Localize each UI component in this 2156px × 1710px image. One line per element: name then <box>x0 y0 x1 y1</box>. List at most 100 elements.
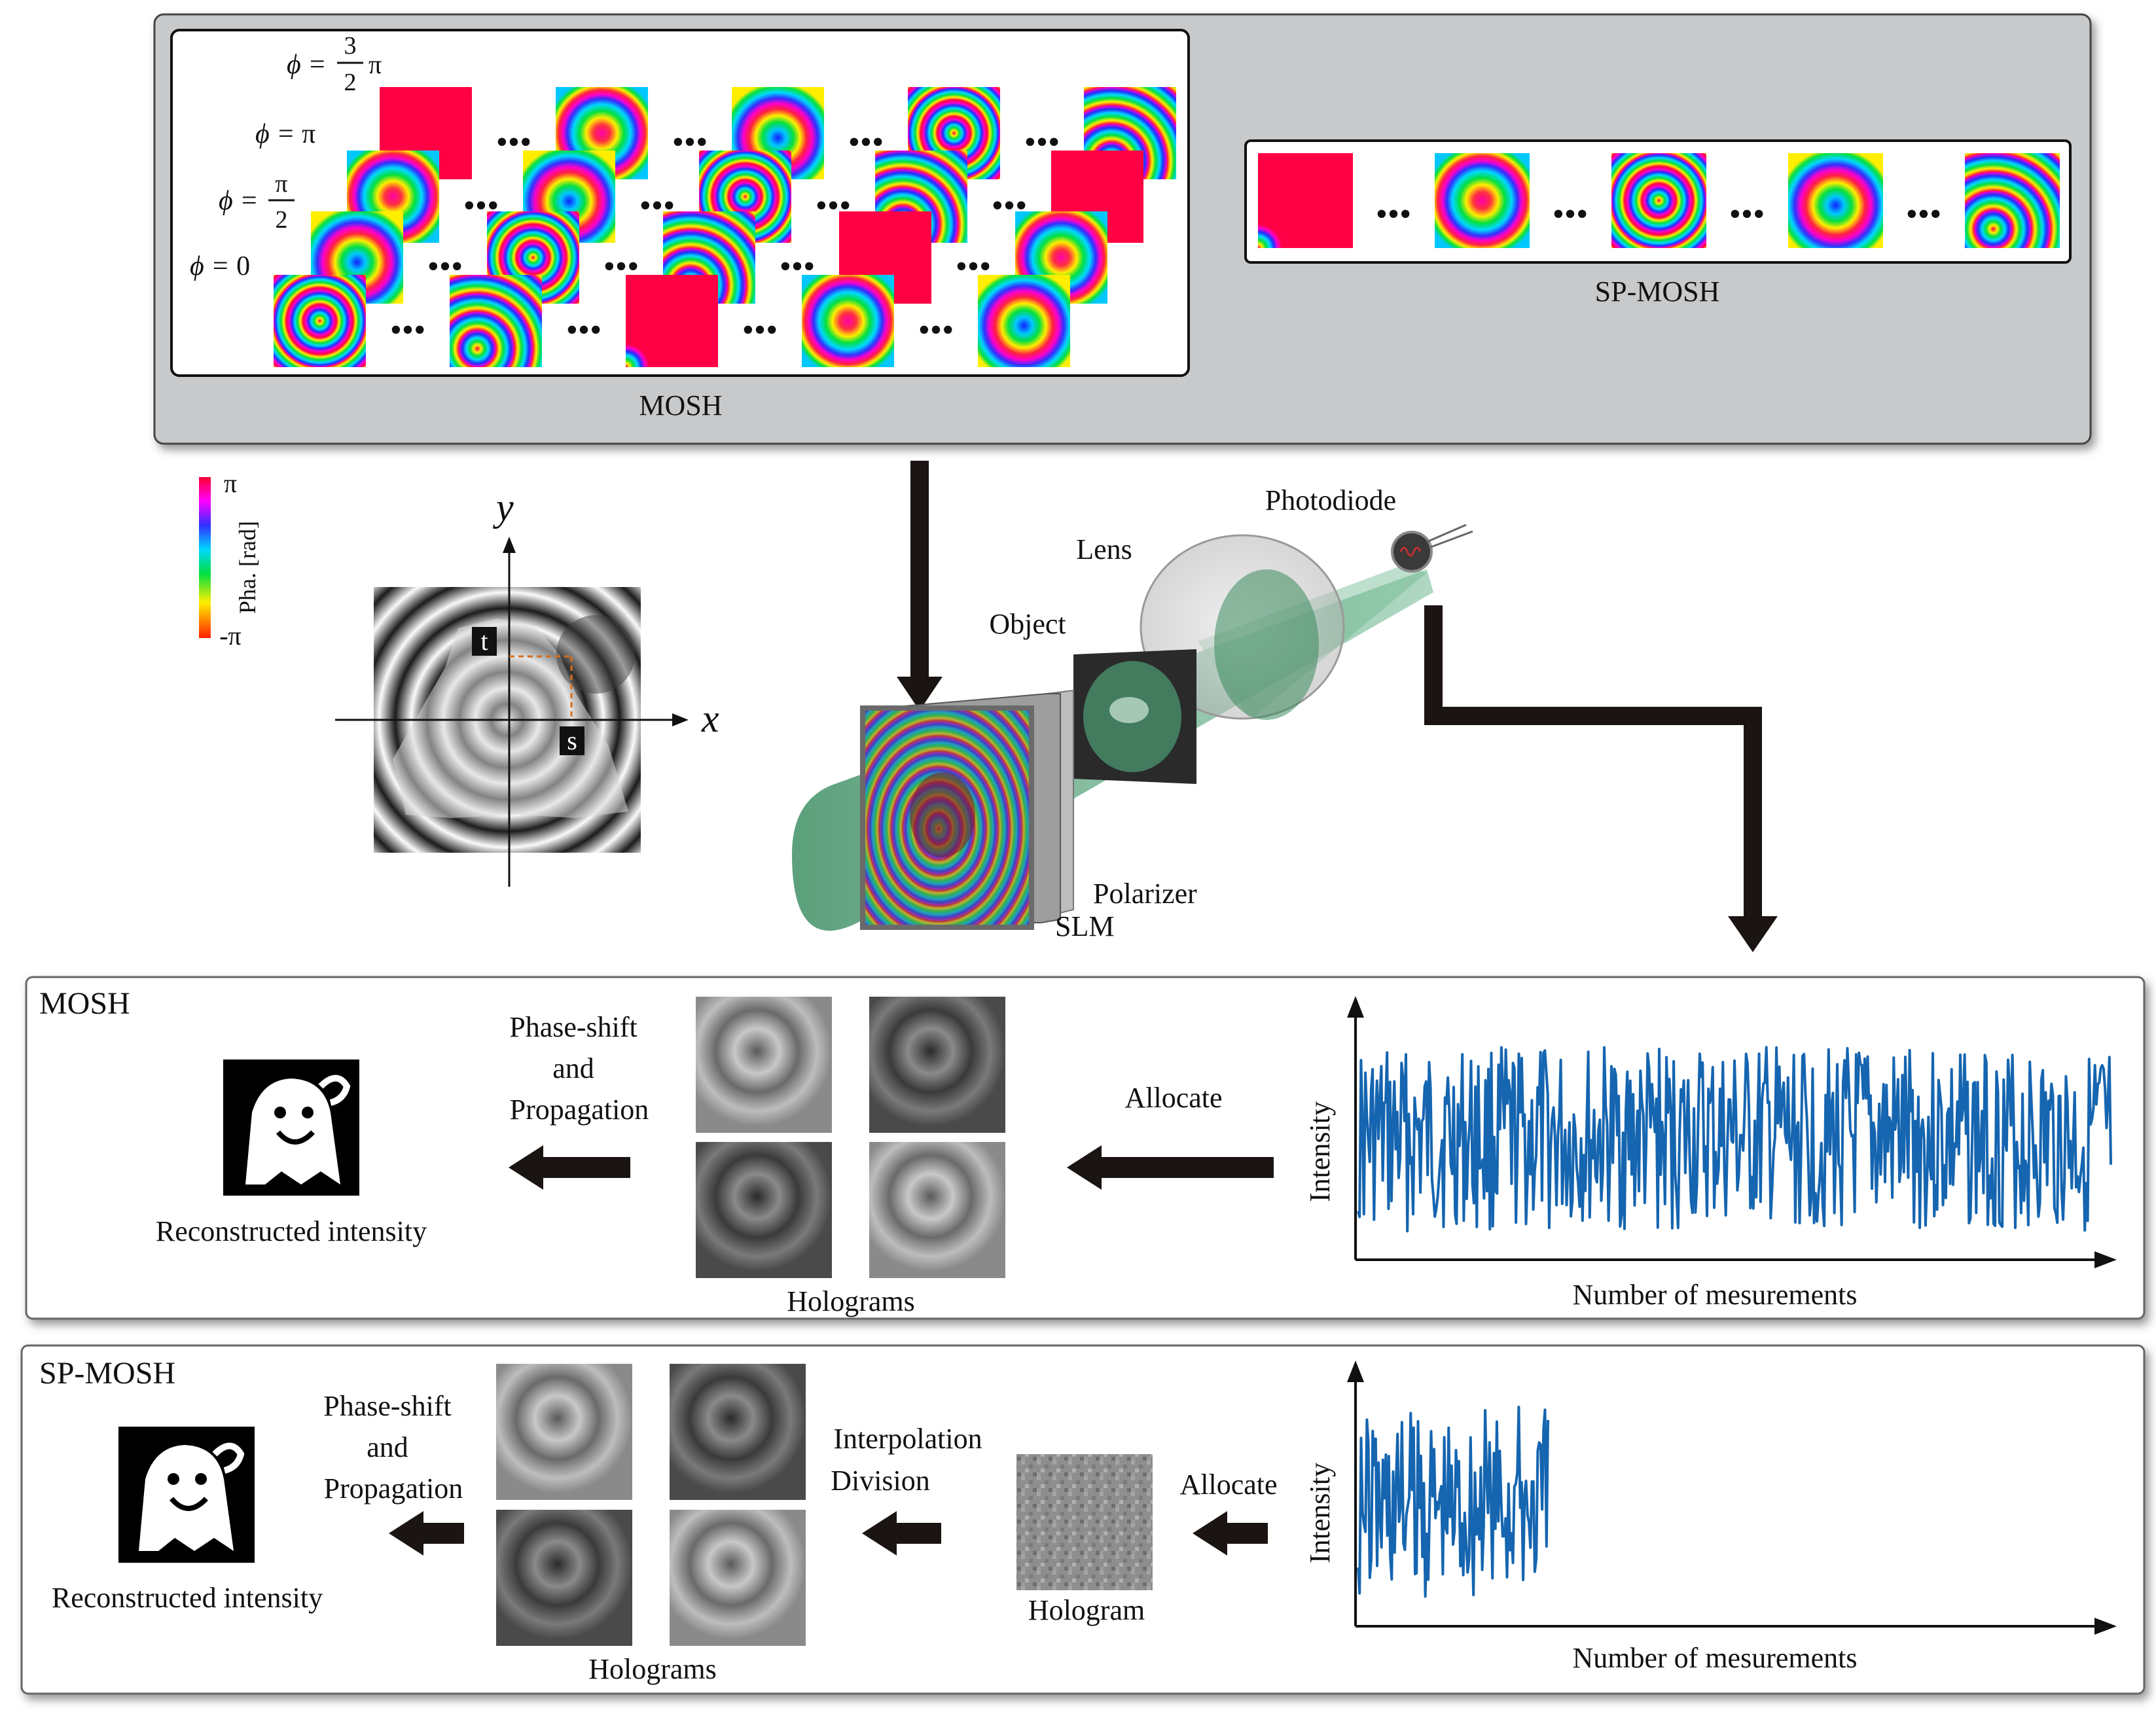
mosh-signal-y-label: Intensity <box>1304 1101 1336 1202</box>
mosh-box-caption: MOSH <box>639 389 722 421</box>
spmosh-ellipsis: ••• <box>1376 196 1412 233</box>
mosh-hologram-1 <box>696 997 832 1133</box>
spmosh-phase-shift-line-3: Propagation <box>324 1472 463 1505</box>
spmosh-hologram-2 <box>670 1364 806 1500</box>
object-silhouette <box>393 618 628 818</box>
spmosh-signal-y-label: Intensity <box>1304 1463 1336 1563</box>
output-arrow-head <box>1728 916 1778 952</box>
input-arrow-shaft <box>910 461 929 677</box>
mosh-pattern-box: ϕ = 0 ϕ = π 2 ϕ = π ϕ = 3 2 π ••• ••• ••• •… <box>170 29 1190 377</box>
spmosh-pattern-row: ••• ••• ••• ••• <box>1258 153 2060 248</box>
spmosh-box-caption: SP-MOSH <box>1595 276 1720 308</box>
spmosh-hologram-3 <box>496 1510 632 1646</box>
slm-label: SLM <box>1055 910 1114 942</box>
spmosh-pattern-tile <box>1435 153 1530 248</box>
mosh-result-panel: MOSH Reconstructed intensity Phase-shift… <box>25 976 2146 1320</box>
spmosh-allocate-label: Allocate <box>1179 1469 1277 1501</box>
colorbar: π -π Pha. [rad] <box>199 469 261 650</box>
coordinate-plot: y x t s <box>335 486 719 887</box>
mosh-signal-x-label: Number of mesurements <box>1573 1279 1858 1311</box>
mosh-phase-shift-line-1: Phase-shift <box>509 1011 638 1043</box>
spmosh-arrow-2-shaft <box>897 1523 941 1544</box>
pattern-panel: ϕ = 0 ϕ = π 2 ϕ = π ϕ = 3 2 π ••••••••••… <box>153 13 2092 445</box>
svg-text:π: π <box>275 170 287 198</box>
phase-label-3pi-over-2: ϕ = 3 2 π <box>287 32 382 96</box>
spmosh-pattern-tile <box>1611 153 1706 248</box>
y-axis-label: y <box>492 486 514 529</box>
spmosh-pattern-tile <box>1788 153 1883 248</box>
svg-text:2: 2 <box>276 206 288 234</box>
spmosh-signal-trace <box>1357 1406 1549 1598</box>
mosh-allocate-arrow-head <box>1067 1145 1102 1190</box>
svg-text:π: π <box>368 50 382 79</box>
spmosh-hologram-4 <box>670 1510 806 1646</box>
mosh-left-arrow-head <box>509 1145 543 1190</box>
spmosh-panel-title: SP-MOSH <box>39 1356 175 1391</box>
mosh-pattern-tile <box>626 275 718 367</box>
mosh-pattern-tile <box>802 275 894 367</box>
spmosh-ellipsis: ••• <box>1729 196 1765 233</box>
mosh-ellipsis: ••• <box>566 312 602 349</box>
spmosh-allocate-arrow-shaft <box>1227 1523 1268 1544</box>
s-marker <box>560 726 584 755</box>
svg-text:ϕ = 0: ϕ = 0 <box>190 251 250 281</box>
svg-text:3: 3 <box>344 32 357 60</box>
mosh-hologram-2 <box>869 997 1005 1133</box>
spmosh-hologram-1 <box>496 1364 632 1500</box>
photodiode-label: Photodiode <box>1265 484 1396 516</box>
mosh-left-arrow-shaft <box>543 1157 630 1178</box>
mosh-ellipsis: ••• <box>742 312 778 349</box>
phase-label-0: ϕ = 0 <box>190 251 250 281</box>
mosh-allocate-arrow-shaft <box>1102 1157 1274 1178</box>
mosh-signal-trace <box>1357 1046 2112 1233</box>
s-marker-label: s <box>567 726 577 755</box>
colorbar-max: π <box>224 469 237 498</box>
t-marker <box>472 627 497 656</box>
spmosh-ellipsis: ••• <box>1906 196 1942 233</box>
spmosh-phase-shift-line-2: and <box>367 1431 408 1463</box>
mosh-pattern-grid: ••••••••••••••••••••••••••••••••••••••••… <box>274 87 1176 367</box>
spmosh-pattern-tile <box>1965 153 2060 248</box>
mosh-ellipsis: ••• <box>918 312 954 349</box>
mosh-hologram-4 <box>869 1142 1005 1278</box>
svg-text:2: 2 <box>344 69 357 96</box>
mosh-panel-title: MOSH <box>39 986 130 1021</box>
spmosh-arrow-1-head <box>389 1511 423 1556</box>
colorbar-min: -π <box>219 621 242 650</box>
phase-label-pi-over-2: ϕ = π 2 <box>219 170 295 234</box>
spmosh-arrow-1-shaft <box>423 1523 464 1544</box>
mosh-phase-shift-line-2: and <box>552 1052 594 1084</box>
spmosh-result-panel: SP-MOSH Reconstructed intensity Phase-sh… <box>20 1344 2146 1695</box>
mosh-ellipsis: ••• <box>390 312 426 349</box>
spmosh-holograms-caption: Holograms <box>588 1653 717 1685</box>
mosh-hologram-3 <box>696 1142 832 1278</box>
spmosh-signal-x-label: Number of mesurements <box>1573 1642 1858 1674</box>
object-label: Object <box>989 608 1066 640</box>
spmosh-interpolation-line-1: Interpolation <box>833 1423 982 1455</box>
phase-label-pi: ϕ = π <box>255 119 315 149</box>
output-arrow-path <box>1424 605 1762 916</box>
mosh-phase-shift-line-3: Propagation <box>510 1094 649 1126</box>
spmosh-phase-shift-line-1: Phase-shift <box>323 1390 452 1422</box>
lens-label: Lens <box>1076 533 1132 565</box>
spmosh-interpolation-line-2: Division <box>831 1465 930 1497</box>
mosh-allocate-label: Allocate <box>1124 1082 1222 1114</box>
spmosh-pattern-tile <box>1258 153 1353 248</box>
spmosh-reconstructed-caption: Reconstructed intensity <box>52 1582 323 1614</box>
x-axis-label: x <box>701 697 719 740</box>
mosh-holograms-caption: Holograms <box>787 1285 915 1317</box>
svg-text:ϕ =: ϕ = <box>287 50 327 80</box>
mosh-result-background <box>25 976 2146 1320</box>
input-arrow-head <box>897 677 943 711</box>
spmosh-pattern-box: ••• ••• ••• ••• <box>1244 139 2072 264</box>
optical-setup: Photodiode Lens Object Polarizer SLM <box>792 461 1778 952</box>
mosh-pattern-tile <box>450 275 542 367</box>
svg-text:ϕ = π: ϕ = π <box>255 119 315 149</box>
spmosh-single-hologram <box>1016 1454 1153 1590</box>
polarizer-label: Polarizer <box>1093 878 1197 910</box>
spmosh-ellipsis: ••• <box>1553 196 1589 233</box>
spmosh-hologram-caption: Hologram <box>1028 1594 1145 1626</box>
mosh-pattern-tile <box>978 275 1070 367</box>
colorbar-gradient <box>199 477 211 638</box>
